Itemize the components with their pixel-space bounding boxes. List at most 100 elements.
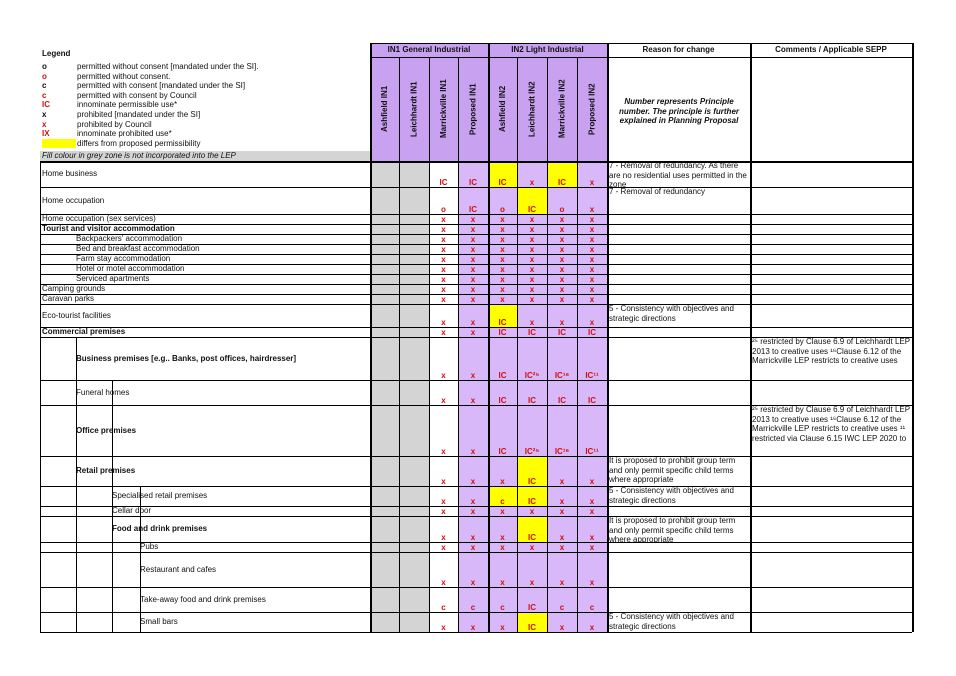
permissibility-cell: x bbox=[441, 265, 446, 274]
grid-vline bbox=[607, 43, 609, 632]
permissibility-cell: o bbox=[441, 205, 446, 214]
permissibility-cell: IC²⁵ bbox=[517, 405, 547, 456]
legend-title: Legend bbox=[42, 49, 71, 58]
row-label: Home business bbox=[42, 169, 98, 179]
row-label: Caravan parks bbox=[42, 294, 95, 304]
permissibility-cell: x bbox=[517, 224, 547, 234]
permissibility-cell: x bbox=[517, 506, 547, 516]
grid-hline bbox=[40, 274, 912, 275]
permissibility-cell: IC bbox=[517, 327, 547, 337]
grid-vline bbox=[488, 43, 490, 632]
grid-hline bbox=[40, 542, 912, 543]
grid-vline bbox=[458, 57, 459, 632]
permissibility-cell: x bbox=[458, 542, 488, 552]
permissibility-cell: x bbox=[577, 224, 607, 234]
row-label: Funeral homes bbox=[76, 387, 130, 397]
permissibility-cell: x bbox=[458, 254, 488, 264]
legend-symbol: IX bbox=[42, 129, 50, 139]
legend-symbol bbox=[42, 138, 76, 148]
legend-symbol: c bbox=[42, 81, 47, 91]
row-label: Retail premises bbox=[76, 466, 136, 476]
grid-hline bbox=[40, 380, 912, 381]
legend-note: Fill colour in grey zone is not incorpor… bbox=[40, 151, 370, 161]
permissibility-cell: x bbox=[441, 578, 446, 587]
permissibility-cell: c bbox=[458, 587, 488, 612]
permissibility-cell bbox=[399, 284, 429, 294]
permissibility-cell: x bbox=[517, 552, 547, 587]
grid-hline bbox=[40, 486, 912, 487]
row-label: Commercial premises bbox=[42, 327, 126, 337]
grid-hline bbox=[40, 327, 912, 328]
comments-header: Comments / Applicable SEPP bbox=[775, 45, 887, 54]
permissibility-cell: x bbox=[547, 552, 577, 587]
grid-hline bbox=[40, 304, 912, 305]
permissibility-cell bbox=[370, 542, 399, 552]
permissibility-cell: x bbox=[441, 623, 446, 632]
legend-text: prohibited by Council bbox=[77, 119, 152, 129]
reason-text: It is proposed to prohibit group term an… bbox=[609, 456, 736, 484]
row-label: Bed and breakfast accommodation bbox=[76, 244, 200, 254]
grid-hline bbox=[40, 506, 912, 507]
permissibility-cell bbox=[399, 552, 429, 587]
permissibility-cell: IC bbox=[547, 327, 577, 337]
permissibility-cell: x bbox=[517, 244, 547, 254]
permissibility-cell: IC bbox=[488, 327, 517, 337]
permissibility-cell bbox=[370, 234, 399, 244]
grid-vline bbox=[750, 43, 752, 632]
permissibility-cell: x bbox=[458, 224, 488, 234]
permissibility-cell bbox=[370, 244, 399, 254]
grid-hline bbox=[40, 162, 912, 163]
permissibility-cell bbox=[399, 587, 429, 612]
legend-symbol: IC bbox=[42, 100, 50, 110]
permissibility-cell: x bbox=[547, 234, 577, 244]
permissibility-cell: x bbox=[488, 456, 517, 486]
grid-hline bbox=[40, 254, 912, 255]
permissibility-cell: x bbox=[547, 294, 577, 304]
grid-vline bbox=[76, 337, 77, 632]
reason-text: 7 - Removal of redundancy. As there are … bbox=[609, 161, 747, 187]
row-label: Cellar door bbox=[112, 506, 152, 516]
permissibility-cell: x bbox=[488, 244, 517, 254]
legend-symbol: o bbox=[42, 71, 47, 81]
permissibility-cell: x bbox=[458, 405, 488, 456]
permissibility-cell: x bbox=[441, 235, 446, 244]
column-header: Marrickville IN1 bbox=[429, 57, 458, 161]
permissibility-cell: x bbox=[577, 234, 607, 244]
permissibility-cell: IC bbox=[517, 187, 547, 214]
permissibility-cell: x bbox=[577, 274, 607, 284]
permissibility-cell: x bbox=[458, 274, 488, 284]
grid-hline bbox=[370, 43, 912, 44]
permissibility-cell bbox=[399, 327, 429, 337]
permissibility-cell bbox=[370, 587, 399, 612]
permissibility-cell bbox=[370, 304, 399, 327]
row-label: Serviced apartments bbox=[76, 274, 150, 284]
row-label: Restaurant and cafes bbox=[140, 564, 217, 574]
permissibility-cell: x bbox=[441, 255, 446, 264]
permissibility-cell: x bbox=[577, 214, 607, 224]
permissibility-cell: x bbox=[517, 542, 547, 552]
permissibility-cell bbox=[399, 274, 429, 284]
reason-header: Reason for change bbox=[642, 45, 715, 54]
column-header: Leichhardt IN1 bbox=[399, 57, 429, 161]
row-label: Farm stay accommodation bbox=[76, 254, 171, 264]
in1-group-header: IN1 General Industrial bbox=[370, 43, 488, 57]
permissibility-cell: x bbox=[517, 294, 547, 304]
permissibility-cell: x bbox=[577, 294, 607, 304]
permissibility-cell bbox=[370, 161, 399, 187]
permissibility-cell: x bbox=[547, 274, 577, 284]
permissibility-cell: x bbox=[577, 542, 607, 552]
permissibility-cell: IC bbox=[577, 327, 607, 337]
grid-vline bbox=[429, 57, 430, 632]
permissibility-cell bbox=[399, 405, 429, 456]
comment-text: ²⁵ restricted by Clause 6.9 of Leichhard… bbox=[752, 405, 910, 443]
column-header: Ashfield IN1 bbox=[370, 57, 399, 161]
grid-hline bbox=[40, 284, 912, 285]
reason-text: 7 - Removal of redundancy bbox=[609, 187, 706, 196]
grid-vline bbox=[370, 43, 372, 632]
grid-hline bbox=[40, 161, 912, 162]
legend-text: permitted without consent [mandated unde… bbox=[77, 62, 259, 71]
permissibility-cell: x bbox=[577, 552, 607, 587]
permissibility-cell: x bbox=[517, 284, 547, 294]
legend-text: innominate permissible use* bbox=[77, 100, 178, 110]
permissibility-cell: x bbox=[547, 486, 577, 506]
